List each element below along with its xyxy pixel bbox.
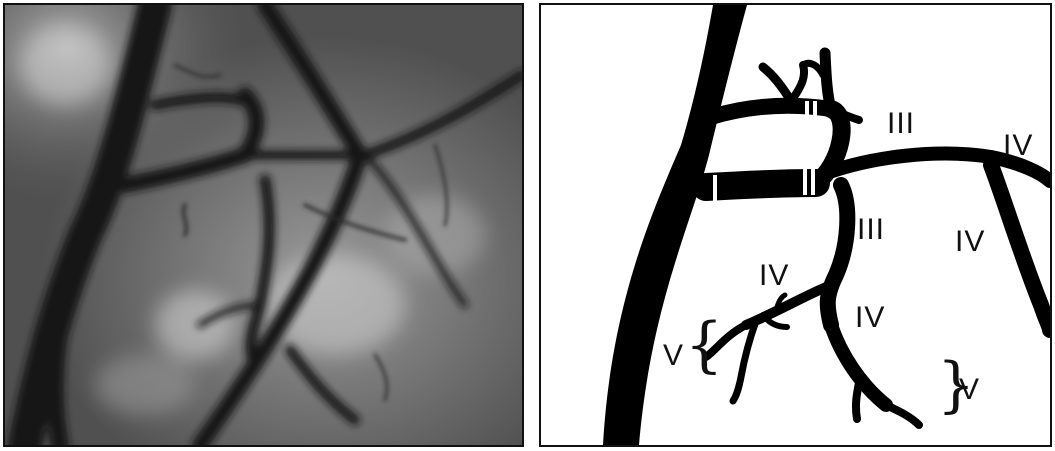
order-ii-marker-upper-left bbox=[805, 101, 809, 133]
order-ii-marker-lower-right bbox=[811, 165, 815, 195]
order-ii-marker-lower-left bbox=[803, 165, 807, 195]
label-order-iv-lower: IV bbox=[855, 303, 885, 333]
label-order-iv-top: IV bbox=[1003, 131, 1033, 161]
label-order-iv-right: IV bbox=[955, 227, 985, 257]
order-i-marker bbox=[713, 175, 717, 203]
vessel-photo-image bbox=[5, 5, 522, 445]
vessel-photograph bbox=[3, 3, 524, 447]
label-order-iii-middle: III bbox=[857, 215, 885, 245]
vessel-schematic-diagram: III IV III IV IV IV V { } V bbox=[539, 3, 1052, 447]
label-order-iii-top: III bbox=[887, 109, 915, 139]
label-order-v-left: V bbox=[663, 341, 684, 371]
label-order-v-right: V bbox=[959, 375, 980, 405]
order-ii-marker-upper-right bbox=[813, 101, 817, 133]
brace-left: { bbox=[685, 315, 723, 375]
label-order-iv-left: IV bbox=[759, 261, 789, 291]
